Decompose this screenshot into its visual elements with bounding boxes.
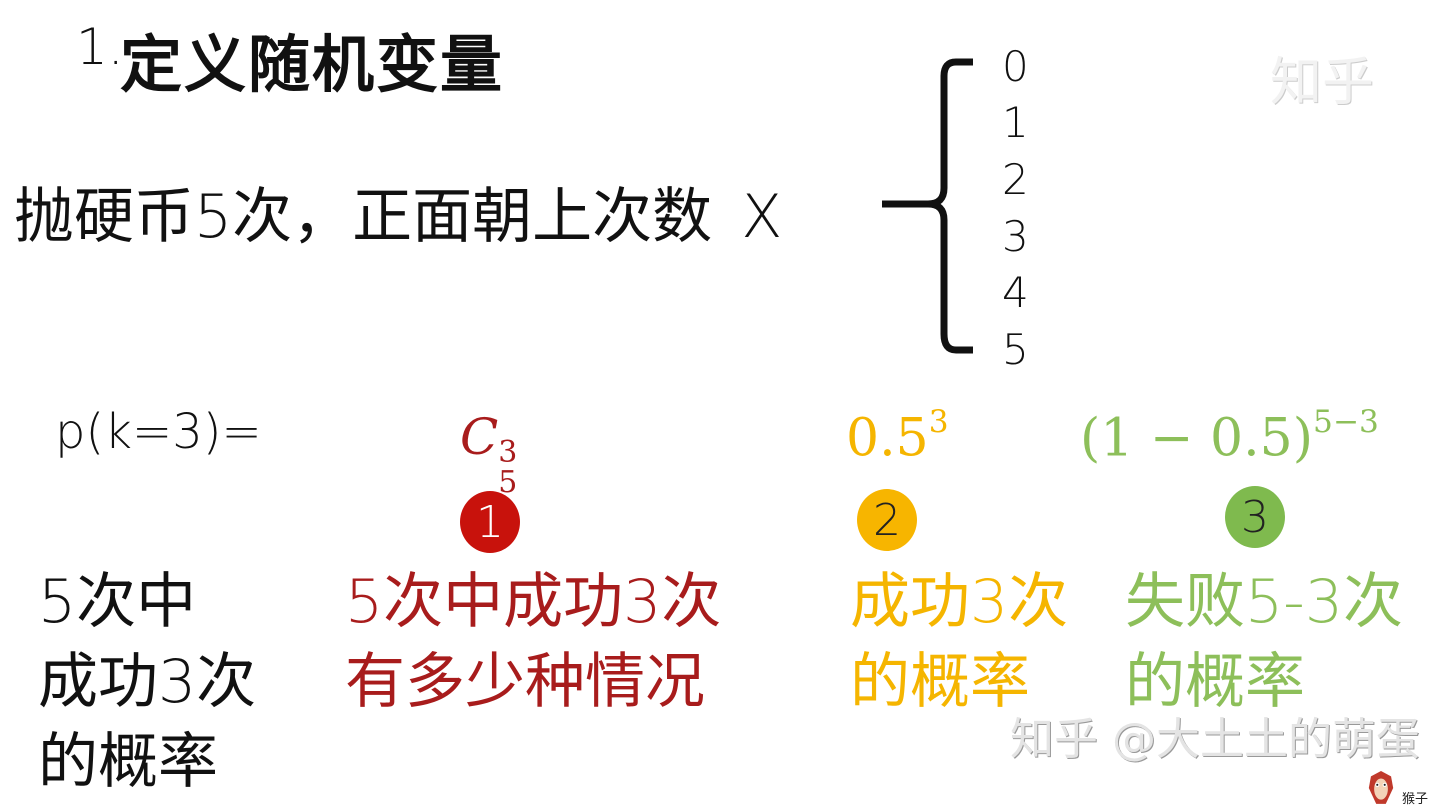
term-base: 0.5 [846, 408, 929, 469]
statement: 抛硬币5次，正面朝上次数 X [14, 168, 782, 255]
success-prob-term: 0.53 [846, 404, 949, 468]
caption-line: 成功3次 [38, 647, 257, 717]
caption-line: 的概率 [38, 727, 218, 797]
value-item: 0 [1002, 42, 1029, 91]
term-base: C [460, 408, 499, 466]
term-2-desc-line1: 成功3次 [850, 567, 1069, 637]
term-1-desc-line2: 有多少种情况 [345, 647, 705, 717]
value-item: 3 [1002, 212, 1029, 261]
monkey-avatar-icon [1368, 771, 1394, 804]
term-3-desc-line2: 的概率 [1125, 647, 1305, 717]
term-base: (1 − 0.5) [1080, 408, 1313, 469]
term-sup: 3 [498, 435, 518, 470]
statement-variable: X [741, 182, 783, 252]
badge-3: 3 [1225, 486, 1285, 548]
term-sub: 5 [498, 465, 518, 500]
term-1-desc-line1: 5次中成功3次 [345, 567, 722, 637]
badge-2: 2 [857, 489, 917, 551]
badge-1: 1 [460, 491, 520, 553]
title-number: 1. [76, 18, 124, 76]
term-2-desc-line2: 的概率 [850, 647, 1030, 717]
statement-text: 抛硬币5次，正面朝上次数 [14, 182, 713, 252]
value-item: 5 [1002, 325, 1029, 374]
failure-prob-term: (1 − 0.5)5−3 [1080, 404, 1379, 468]
curly-brace-icon [882, 58, 973, 354]
term-sup: 3 [928, 404, 949, 440]
value-item: 2 [1002, 155, 1029, 204]
value-item: 4 [1002, 268, 1029, 317]
term-3-desc-line1: 失败5-3次 [1125, 567, 1403, 637]
formula-label: p(k=3)= [55, 404, 262, 460]
author-watermark: 知乎 @大土土的萌蛋 [1010, 714, 1420, 765]
term-sup: 5−3 [1312, 404, 1379, 440]
avatar-caption: 猴子 [1402, 792, 1429, 807]
corner-watermark: 知乎 [1270, 53, 1375, 113]
page-title: 定义随机变量 [120, 28, 505, 101]
caption-line: 5次中 [38, 567, 197, 637]
value-item: 1 [1002, 98, 1029, 147]
